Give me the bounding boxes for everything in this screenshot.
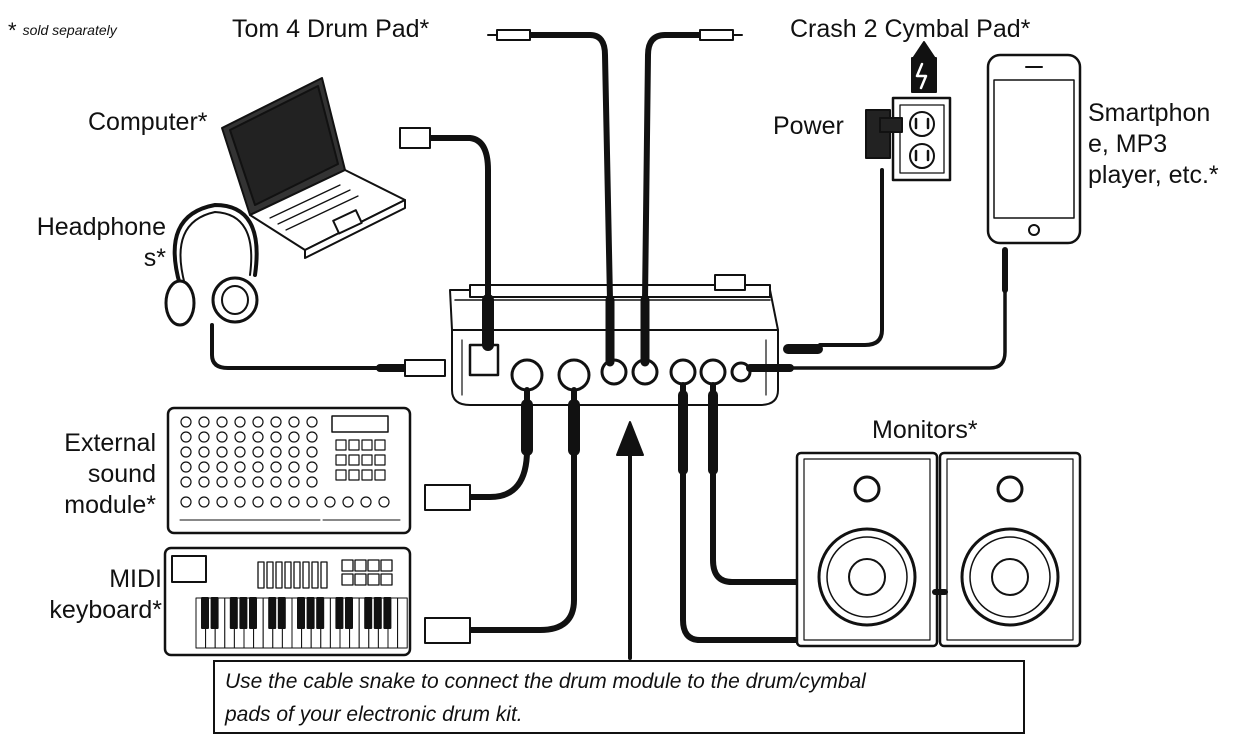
sold-separately-note: * sold separately [8,18,117,44]
label-line: keyboard* [49,596,162,624]
label-computer: Computer* [88,108,208,136]
cables [210,32,1007,643]
callout-line: pads of your electronic drum kit. [225,703,523,726]
label-line: e, MP3 [1088,130,1168,158]
monitors-illustration [795,451,1082,648]
label-monitors: Monitors* [872,416,978,444]
label-headphones: Headphone s* [10,212,166,274]
label-line: s* [143,244,166,272]
label-line: External [64,429,156,457]
sound-module-illustration [166,406,412,535]
cable-snake-callout: Use the cable snake to connect the drum … [213,660,1025,734]
label-line: Smartphon [1088,99,1211,127]
label-power: Power [773,112,844,140]
label-line: Headphone [36,213,166,241]
label-external-module: External sound module* [40,428,156,521]
midi-keyboard-illustration [163,546,412,657]
label-line: MIDI [109,565,162,593]
label-line: player, etc.* [1088,161,1219,189]
label-smartphone: Smartphon e, MP3 player, etc.* [1088,98,1219,191]
power-outlet-illustration [865,41,952,182]
label-tom4: Tom 4 Drum Pad* [232,15,430,43]
note-text: sold separately [22,22,117,38]
upward-arrow [616,421,644,660]
headphones-illustration [164,203,259,327]
plugs [399,29,1008,644]
laptop-illustration [221,77,406,259]
label-midi-keyboard: MIDI keyboard* [40,564,162,626]
label-crash2: Crash 2 Cymbal Pad* [790,15,1031,43]
asterisk: * [8,18,17,43]
smartphone-illustration [986,53,1082,245]
callout-line: Use the cable snake to connect the drum … [225,670,866,693]
label-line: module* [64,491,156,519]
label-line: sound [87,460,156,488]
